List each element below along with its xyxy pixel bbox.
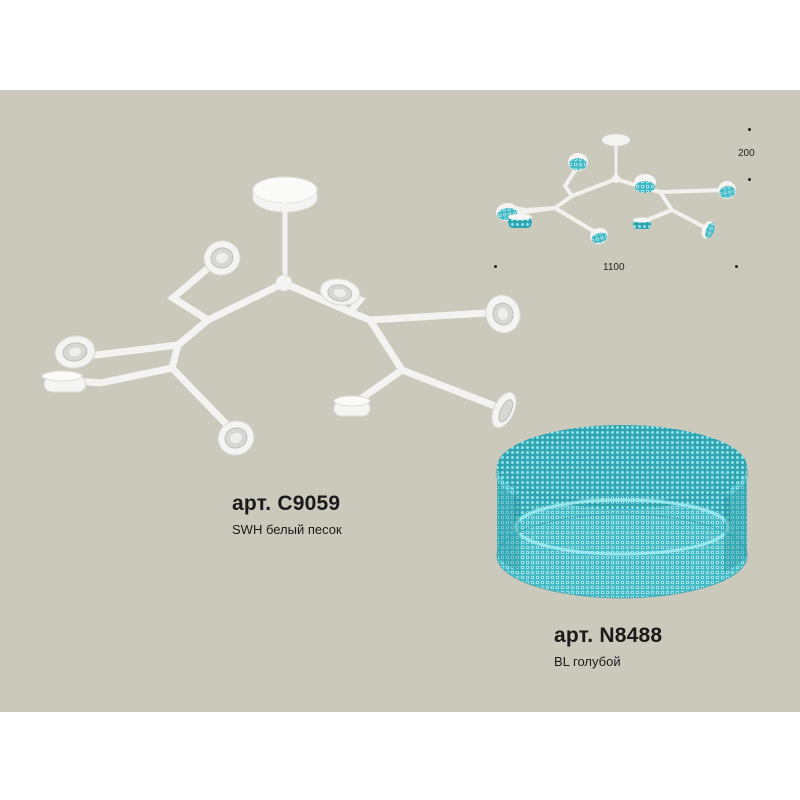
lamp-heads-large: [41, 240, 521, 456]
dimension-dot: [735, 265, 738, 268]
main-product-article: арт. C9059: [232, 492, 341, 515]
preview-lamp-heads: [496, 153, 736, 245]
chandelier-large: [62, 176, 506, 432]
chandelier-preview: [508, 133, 727, 237]
dimension-dot: [494, 265, 497, 268]
dimension-dot: [748, 128, 751, 131]
ring-product-finish: BL голубой: [554, 654, 621, 669]
crystal-ring: [495, 425, 749, 599]
main-product-finish: SWH белый песок: [232, 522, 342, 537]
height-dimension: 200: [738, 148, 755, 159]
ring-product-label: арт. N8488 BL голубой: [554, 624, 662, 669]
width-dimension: 1100: [603, 262, 625, 273]
main-product-label: арт. C9059 SWH белый песок: [232, 492, 342, 537]
ring-product-article: арт. N8488: [554, 624, 663, 647]
dimension-dot: [748, 178, 751, 181]
